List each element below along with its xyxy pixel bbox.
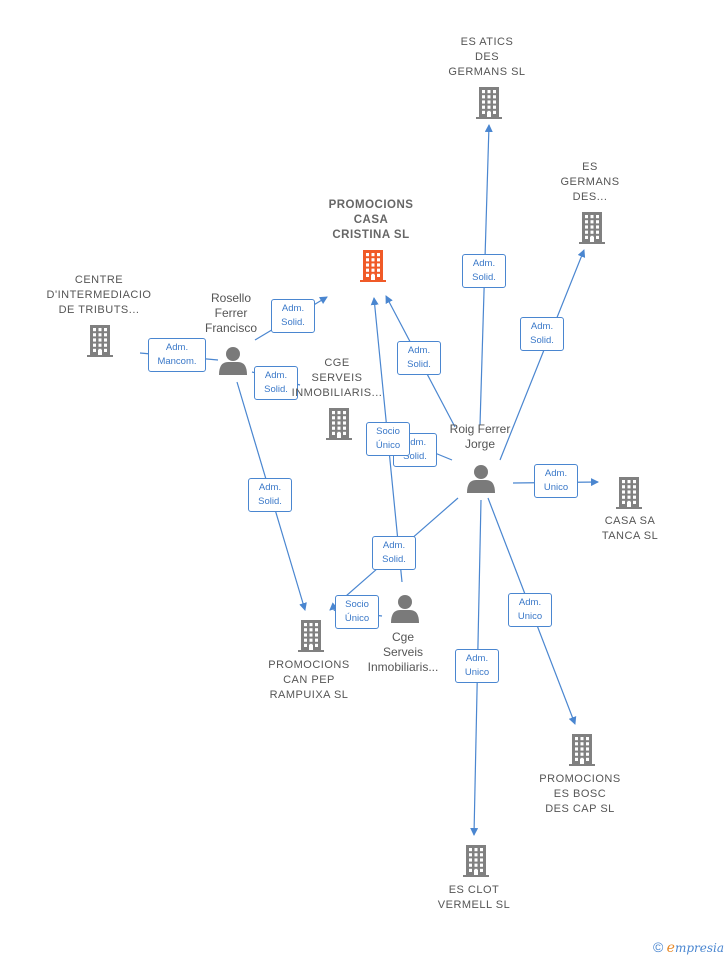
edge-badge-rosello_canpep[interactable]: Adm. Solid. [248,478,292,512]
edge-badge-roig_atics[interactable]: Adm. Solid. [462,254,506,288]
company-icon-atics[interactable] [476,87,502,119]
company-label-clot: ES CLOT VERMELL SL [437,884,511,911]
person-label-cge_p: Cge Serveis Inmobiliaris... [367,629,439,674]
company-label-atics: ES ATICS DES GERMANS SL [448,35,526,78]
edge-badge-roig_satanca[interactable]: Adm. Unico [534,464,578,498]
edge-badge-cgep_canpep[interactable]: Socio Único [335,595,379,629]
copyright-icon: © [652,939,664,955]
company-label-sa_tanca: CASA SA TANCA SL [601,515,659,542]
person-icon-rosello[interactable] [219,347,247,375]
person-label-roig: Roig Ferrer Jorge [449,422,511,451]
icons-layer [87,87,642,877]
edge-badge-roig_canpep[interactable]: Adm. Solid. [372,536,416,570]
company-icon-sa_tanca[interactable] [616,477,642,509]
brand-name: mpresia [674,941,724,955]
edge-badge-rosello_focus[interactable]: Adm. Solid. [271,299,315,333]
person-label-rosello: Rosello Ferrer Francisco [204,290,257,335]
brand-initial: e [666,940,675,956]
footer-brand: © empresia [653,939,724,956]
company-icon-bosc[interactable] [569,734,595,766]
company-label-bosc: PROMOCIONS ES BOSC DES CAP SL [539,772,621,815]
company-icon-germans[interactable] [579,212,605,244]
company-icon-clot[interactable] [463,845,489,877]
edge-badge-rosello_centre[interactable]: Adm. Mancom. [148,338,206,372]
edge-badge-roig_germans[interactable]: Adm. Solid. [520,317,564,351]
edge-badge-rosello_cge[interactable]: Adm. Solid. [254,366,298,400]
company-icon-focus[interactable] [360,250,386,282]
company-label-centre: CENTRE D'INTERMEDIACIO DE TRIBUTS... [46,273,152,316]
edge-badge-roig_clot[interactable]: Adm. Unico [455,649,499,683]
company-icon-centre[interactable] [87,325,113,357]
company-label-can_pep: PROMOCIONS CAN PEP RAMPUIXA SL [268,658,350,701]
company-label-focus: PROMOCIONS CASA CRISTINA SL [328,198,414,241]
company-icon-can_pep[interactable] [298,620,324,652]
edge-badge-roig_bosc[interactable]: Adm. Unico [508,593,552,627]
company-icon-cge[interactable] [326,408,352,440]
company-label-germans: ES GERMANS DES... [560,160,620,203]
company-label-cge: CGE SERVEIS INMOBILIARIS... [291,356,383,399]
person-icon-cge_p[interactable] [391,595,419,623]
edge-roig_germans [499,249,586,461]
person-icon-roig[interactable] [467,465,495,493]
edge-badge-cgep_focus[interactable]: Socio Único [366,422,410,456]
edge-badge-roig_focus[interactable]: Adm. Solid. [397,341,441,375]
